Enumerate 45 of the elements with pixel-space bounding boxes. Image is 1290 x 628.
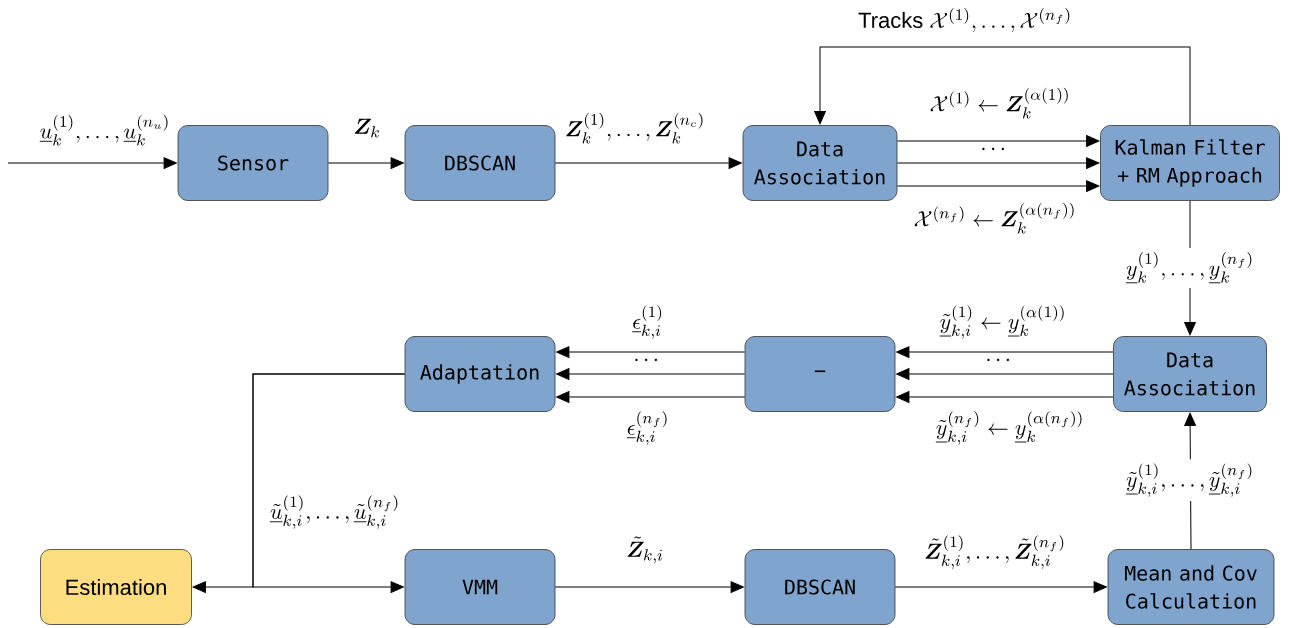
- process-box: Data Association: [742, 125, 898, 201]
- process-box: Adaptation: [404, 336, 556, 412]
- process-box: Data Association: [1113, 336, 1267, 412]
- edge-label: $\text{Tracks }\mathcal{X}^{(1)},\ldots,\mathcal{X}^{(n_f)}$: [858, 7, 1070, 33]
- process-box: Sensor: [177, 125, 329, 201]
- arrow: [7, 157, 177, 169]
- edge-label: $\underline{u}_k^{(1)},\ldots,\underline{u}_k^{(n_u)}$: [39, 114, 168, 146]
- process-box: VMM: [404, 549, 556, 625]
- process-box: Mean and Cov Calculation: [1107, 549, 1275, 625]
- arrow: [556, 368, 746, 380]
- edge-label: $\boldsymbol{Z}_k^{(1)},\ldots,\boldsymbol{Z}_k^{(n_c)}$: [566, 112, 703, 144]
- process-box: Kalman Filter + RM Approach: [1100, 125, 1280, 201]
- process-box: Estimation: [40, 549, 192, 625]
- arrow: [252, 373, 406, 593]
- edge-label: $\underline{\epsilon}_{k,i}^{(1)}$: [632, 305, 662, 339]
- arrow: [894, 581, 1107, 593]
- edge-label: $\underline{\tilde{y}}_{k,i}^{(n_f)}\leftarrow\underline{y}_k^{(\alpha(n_f))}$: [935, 411, 1082, 445]
- edge-label: $\underline{y}_k^{(1)},\ldots,\underline{y}_k^{(n_f)}$: [1122, 247, 1258, 289]
- edge-label: $\tilde{\boldsymbol{Z}}_{k,i}^{(1)},\ldots,\tilde{\boldsymbol{Z}}_{k,i}^{(n_f)}$: [925, 535, 1064, 569]
- edge-label: $\underline{\tilde{u}}_{k,i}^{(1)},\ldots,\underline{\tilde{u}}_{k,i}^{(n_f)}$: [270, 495, 398, 529]
- edge-label: $\underline{\tilde{y}}_{k,i}^{(1)},\ldots,\underline{\tilde{y}}_{k,i}^{(n_f)}$: [1122, 459, 1258, 501]
- arrow: [896, 368, 1114, 380]
- edge-label: $\mathcal{X}^{(1)}\leftarrow\boldsymbol{Z}_k^{(\alpha(1))}$: [930, 87, 1068, 119]
- arrow: [896, 157, 1100, 169]
- arrow: [896, 135, 1100, 147]
- edge-label: $\tilde{\boldsymbol{Z}}_{k,i}$: [627, 536, 663, 564]
- arrow: [896, 346, 1114, 358]
- arrow: [554, 581, 744, 593]
- edge-label: $\dots$: [635, 358, 658, 362]
- edge-label: $\underline{\epsilon}_{k,i}^{(n_f)}$: [626, 411, 667, 445]
- edge-label: $\dots$: [987, 358, 1010, 362]
- arrow: [556, 346, 746, 358]
- arrow: [554, 157, 742, 169]
- arrow: [896, 391, 1114, 403]
- edge-label: $\dots$: [982, 147, 1005, 151]
- process-box: −: [744, 336, 896, 412]
- process-box: DBSCAN: [744, 549, 896, 625]
- process-box: DBSCAN: [404, 125, 556, 201]
- arrow: [814, 46, 1191, 126]
- edge-label: $\underline{\tilde{y}}_{k,i}^{(1)}\leftarrow\underline{y}_k^{(\alpha(1))}$: [939, 305, 1064, 339]
- arrow: [556, 391, 746, 403]
- edge-label: $\boldsymbol{Z}_k$: [354, 118, 379, 138]
- arrow: [896, 180, 1100, 192]
- edge-label: $\mathcal{X}^{(n_f)}\leftarrow\boldsymbol{Z}_k^{(\alpha(n_f))}$: [914, 202, 1074, 234]
- arrow: [327, 157, 404, 169]
